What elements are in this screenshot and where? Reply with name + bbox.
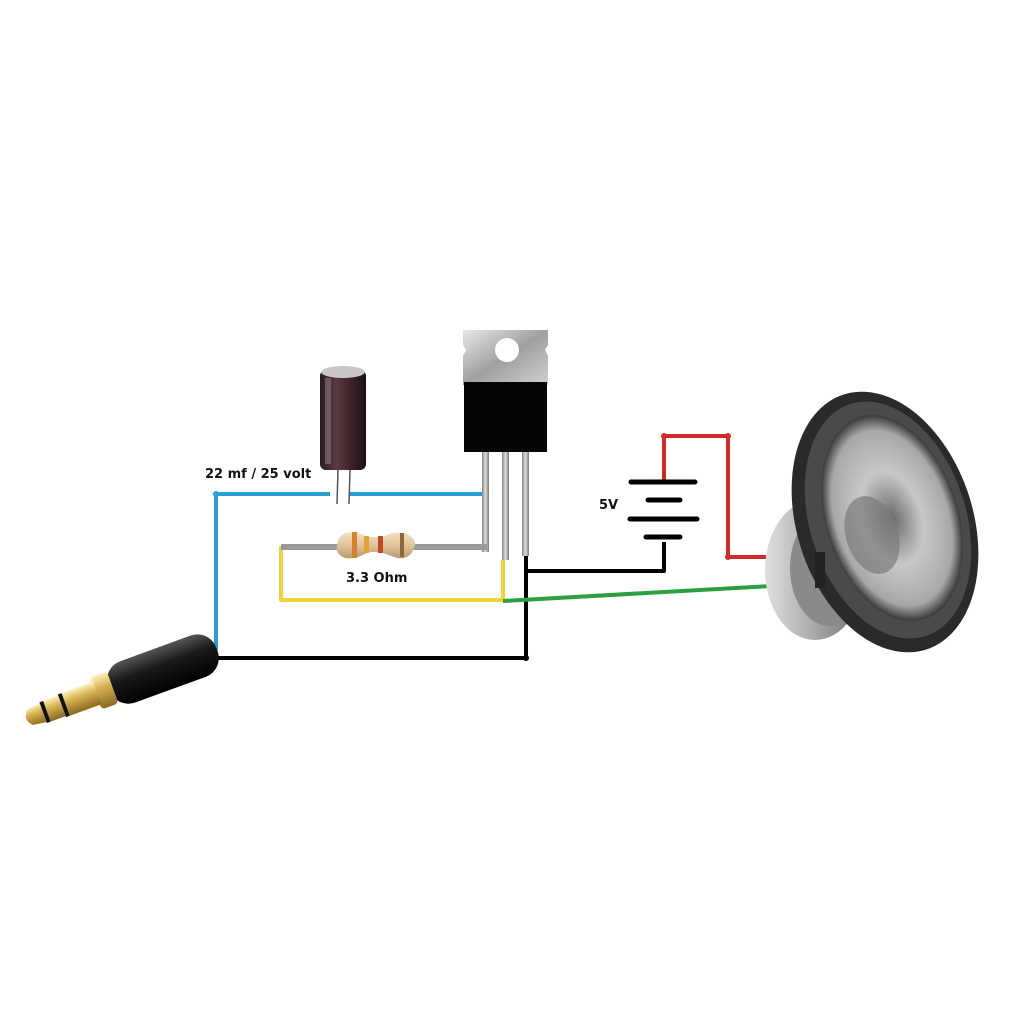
jack-tip	[25, 703, 47, 725]
capacitor-lead	[336, 469, 339, 505]
transistor-body	[464, 382, 547, 452]
resistor-label: 3.3 Ohm	[346, 571, 407, 586]
speaker-dust-cap	[844, 496, 900, 574]
audio-jack	[25, 634, 219, 725]
capacitor-top	[321, 366, 365, 378]
jack-body	[107, 634, 219, 704]
junction-dot	[523, 655, 529, 661]
speaker	[765, 391, 979, 653]
jack-ring	[43, 695, 66, 722]
capacitor	[320, 366, 366, 505]
junction-dot	[661, 433, 667, 439]
capacitor-body	[320, 370, 366, 470]
capacitor-lead	[348, 469, 351, 505]
wire-input-signal	[214, 492, 330, 650]
junction-dot	[725, 554, 731, 560]
junction-dot	[725, 433, 731, 439]
jack-ring-insulator	[39, 700, 51, 723]
wire-ground-to-battery	[526, 542, 666, 573]
jack-sleeve	[61, 681, 102, 716]
wire-bias-loop	[279, 546, 505, 602]
battery	[627, 479, 700, 540]
capacitor-label: 22 mf / 25 volt	[205, 467, 311, 482]
battery-label: 5V	[599, 498, 618, 513]
transistor-pin-emitter	[522, 452, 529, 556]
resistor-band-2	[364, 536, 369, 553]
jack-ring-insulator	[57, 693, 70, 718]
resistor	[281, 532, 487, 559]
capacitor-stripe	[325, 378, 331, 464]
transistor-mount-hole	[495, 338, 519, 362]
transistor-pin-collector	[502, 452, 509, 560]
resistor-band-4	[400, 533, 404, 557]
transistor-pin-base	[482, 452, 489, 552]
junction-dot	[213, 491, 219, 497]
speaker-terminal	[815, 552, 825, 588]
wires	[213, 433, 826, 661]
jack-collar	[91, 672, 118, 709]
transistor	[463, 330, 548, 560]
resistor-band-1	[352, 532, 357, 558]
resistor-band-3	[378, 536, 383, 553]
